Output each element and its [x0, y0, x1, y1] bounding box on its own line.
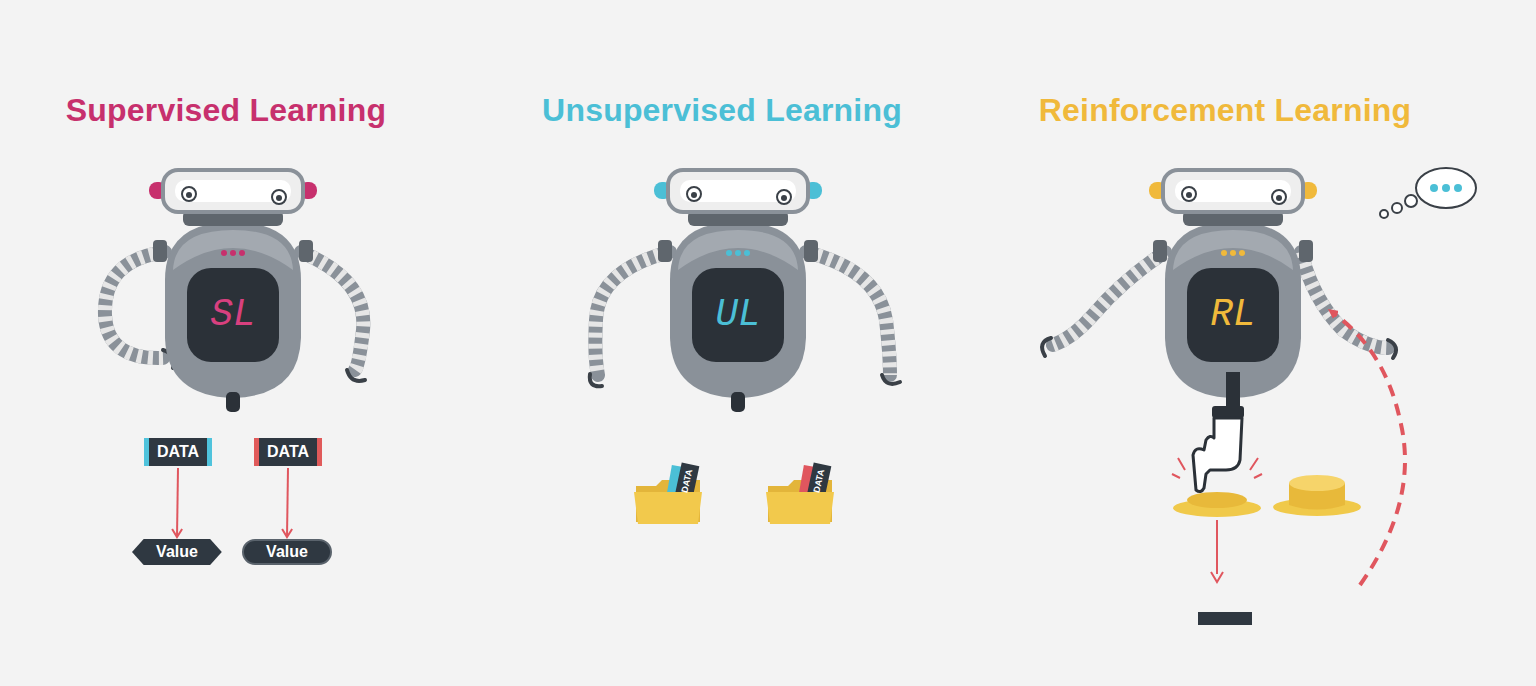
data-card: DATA — [812, 468, 827, 493]
value-hexagon: Value — [132, 539, 222, 565]
screen-text: SL — [210, 293, 256, 336]
data-box: DATA — [254, 438, 322, 466]
flow-arrow — [177, 468, 178, 537]
node-text: Value — [156, 543, 198, 561]
node-text: DATA — [267, 443, 309, 461]
section-heading: Supervised Learning — [66, 92, 386, 129]
node-text: DATA — [157, 443, 199, 461]
node-text: Value — [266, 543, 308, 561]
data-box: DATA — [144, 438, 212, 466]
section-heading: Reinforcement Learning — [1039, 92, 1411, 129]
value-pill: Value — [242, 539, 332, 565]
section-heading: Unsupervised Learning — [542, 92, 902, 129]
flow-arrow — [287, 468, 288, 537]
screen-text: UL — [715, 293, 761, 336]
screen-text: RL — [1210, 293, 1256, 336]
data-card: DATA — [680, 468, 695, 493]
